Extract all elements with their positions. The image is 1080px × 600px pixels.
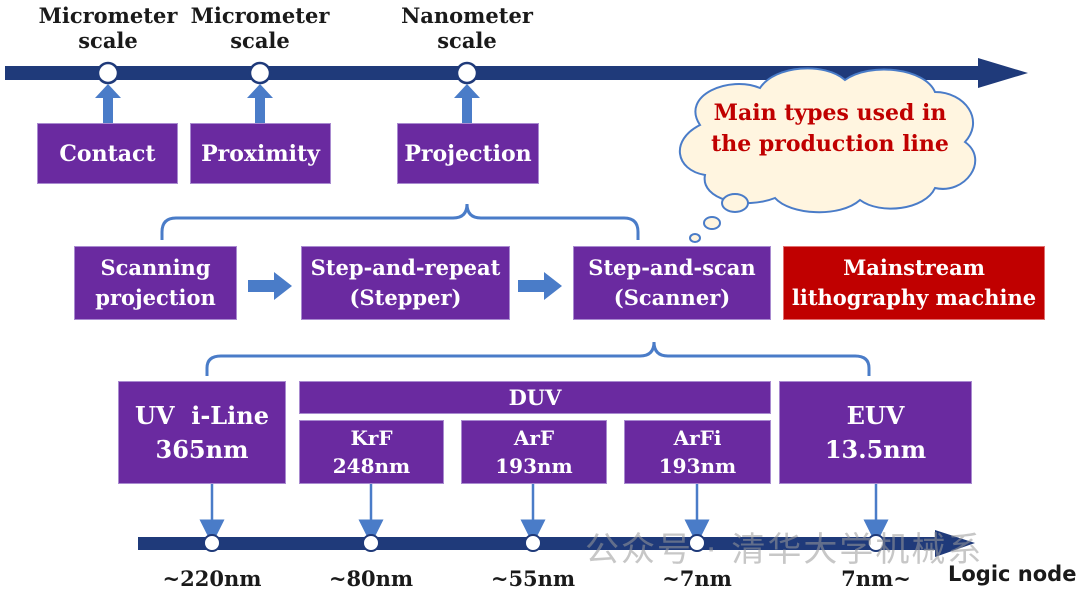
source-line2: 365nm <box>155 434 249 464</box>
node-marker-1 <box>203 534 221 552</box>
source-line2: 248nm <box>332 454 411 478</box>
node-marker-3 <box>524 534 542 552</box>
source-line1: EUV <box>846 400 905 430</box>
source-arf-box: ArF 193nm <box>461 420 607 484</box>
node-marker-2 <box>362 534 380 552</box>
node-label-220nm: ~220nm <box>162 566 262 591</box>
stage-scanner-box: Step-and-scan (Scanner) <box>573 246 771 320</box>
watermark-text: 公众号 · 清华大学机械系 <box>585 530 984 570</box>
duv-header-box: DUV <box>299 381 771 414</box>
thought-cloud <box>679 67 977 243</box>
source-line2: 193nm <box>658 454 737 478</box>
method-proximity-box: Proximity <box>190 123 331 184</box>
source-line1: UV i-Line <box>134 400 270 430</box>
cloud-line3: line <box>902 131 949 157</box>
cloud-text: Main types used in the production line <box>705 98 955 160</box>
source-line2: 13.5nm <box>824 434 927 464</box>
mainstream-line1: Mainstream <box>843 255 985 280</box>
source-connectors <box>199 484 889 545</box>
scale-label-line2: scale <box>437 28 497 53</box>
source-krf-box: KrF 248nm <box>299 420 444 484</box>
scale-label-line1: Micrometer <box>190 3 330 28</box>
node-label-55nm: ~55nm <box>490 566 576 591</box>
method-contact-box: Contact <box>37 123 178 184</box>
node-marker-4 <box>688 534 706 552</box>
lower-brace <box>205 341 871 376</box>
source-uv-iline-box: UV i-Line 365nm <box>118 381 286 484</box>
source-arfi-box: ArFi 193nm <box>624 420 771 484</box>
method-projection-label: Projection <box>404 140 532 167</box>
scale-label-proximity: Micrometer scale <box>180 3 340 53</box>
source-line1: ArFi <box>673 426 722 450</box>
upper-brace <box>160 203 640 240</box>
source-line1: KrF <box>350 426 393 450</box>
stage-scanning-projection-box: Scanning projection <box>74 246 237 320</box>
scale-label-line2: scale <box>78 28 138 53</box>
duv-title: DUV <box>508 385 562 410</box>
node-label-7nm-beyond: 7nm~ <box>841 566 911 591</box>
scale-label-projection: Nanometer scale <box>387 3 547 53</box>
source-line2: 193nm <box>495 454 573 478</box>
source-euv-box: EUV 13.5nm <box>779 381 972 484</box>
mainstream-machine-box: Mainstream lithography machine <box>783 246 1045 320</box>
source-line1: ArF <box>513 426 555 450</box>
axis-label-logic-node: Logic node <box>948 562 1077 586</box>
mainstream-line2: lithography machine <box>791 285 1037 310</box>
node-marker-5 <box>867 534 885 552</box>
cloud-line1: Main types used <box>713 100 915 126</box>
top-axis-marker-2 <box>248 61 272 85</box>
method-proximity-label: Proximity <box>201 140 320 167</box>
stage-line2: projection <box>95 285 216 310</box>
stage-arrows <box>248 272 562 300</box>
node-label-80nm: ~80nm <box>328 566 414 591</box>
scale-label-line2: scale <box>230 28 290 53</box>
scale-label-line1: Micrometer <box>38 3 178 28</box>
node-label-7nm: ~7nm <box>662 566 732 591</box>
stage-line2: (Scanner) <box>613 285 731 310</box>
stage-stepper-box: Step-and-repeat (Stepper) <box>301 246 510 320</box>
top-axis-marker-3 <box>455 61 479 85</box>
method-arrows <box>95 84 480 123</box>
stage-line1: Step-and-repeat <box>310 255 501 280</box>
stage-line1: Scanning <box>100 255 211 280</box>
method-projection-box: Projection <box>397 123 539 184</box>
stage-line1: Step-and-scan <box>588 255 756 280</box>
top-scale-axis <box>5 58 1028 88</box>
scale-label-line1: Nanometer <box>401 3 533 28</box>
method-contact-label: Contact <box>59 140 156 167</box>
top-axis-marker-1 <box>96 61 120 85</box>
scale-label-contact: Micrometer scale <box>28 3 188 53</box>
stage-line2: (Stepper) <box>349 285 462 310</box>
cloud-line2: in the production <box>711 100 947 157</box>
